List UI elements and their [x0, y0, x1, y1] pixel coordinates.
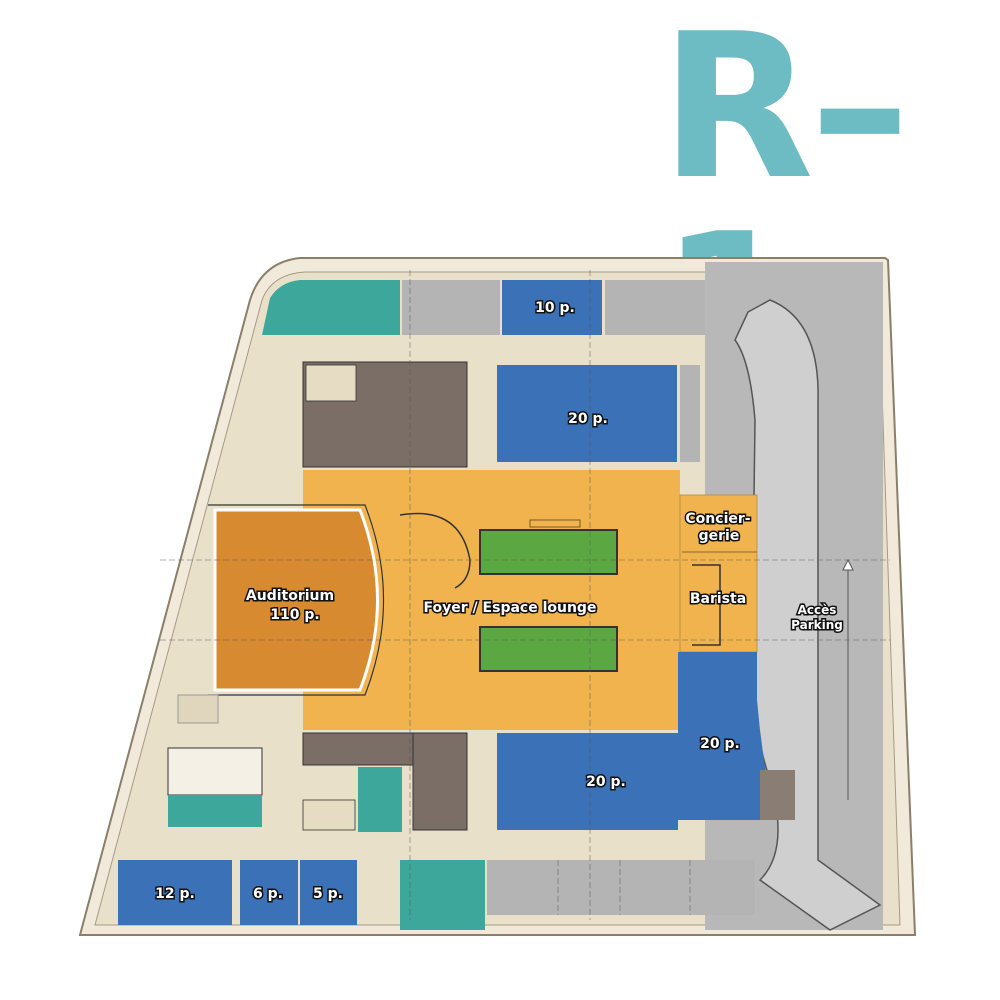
foyer-label: Foyer / Espace lounge	[424, 600, 597, 616]
meeting-room-20-top[interactable]	[497, 365, 677, 462]
planter-bench-bottom	[479, 626, 618, 672]
room-6-label: 6 p.	[253, 886, 283, 902]
room-20-bottom-label: 20 p.	[586, 774, 626, 790]
sanitary-top	[262, 280, 400, 335]
concierge-label-2: gerie	[699, 528, 740, 544]
meeting-room-20-right[interactable]	[678, 652, 775, 820]
room-5-label: 5 p.	[313, 886, 343, 902]
barista-counter	[692, 564, 721, 646]
technical-block-top	[302, 361, 468, 468]
sanitary-bottom-middle	[358, 767, 402, 832]
storage-side	[680, 365, 700, 462]
barista-label: Barista	[690, 591, 746, 607]
concierge-label-1: Concier-	[685, 511, 750, 527]
meeting-room-5[interactable]	[300, 860, 357, 925]
room-10-label: 10 p.	[535, 300, 575, 316]
room-12-label: 12 p.	[155, 886, 195, 902]
storage-bottom	[487, 860, 755, 915]
staircase-curve	[399, 512, 471, 589]
auditorium-wall	[208, 504, 385, 696]
sanitary-bottom	[400, 860, 485, 930]
storage-top-2	[605, 280, 705, 335]
auditorium[interactable]	[213, 508, 379, 692]
staircase-left	[167, 747, 263, 796]
staircase-bottom	[412, 732, 468, 831]
room-20-top-label: 20 p.	[568, 411, 608, 427]
storage-top-1	[402, 280, 500, 335]
arrow-up-icon	[842, 558, 854, 571]
auditorium-label: Auditorium	[246, 588, 334, 604]
meeting-room-10[interactable]	[502, 280, 602, 335]
planter-bench-top	[479, 529, 618, 575]
foyer-counter	[529, 519, 581, 528]
parking-label-2: Parking	[791, 618, 843, 632]
stair-left-small	[177, 694, 219, 724]
meeting-room-12[interactable]	[118, 860, 232, 925]
concierge-barista[interactable]	[679, 494, 758, 653]
auditorium-capacity-label: 110 p.	[270, 607, 319, 623]
parking-label-1: Accès	[798, 603, 837, 617]
storage-bottom-middle	[302, 799, 356, 831]
sanitary-left	[168, 795, 262, 827]
meeting-room-6[interactable]	[240, 860, 298, 925]
room-20-right-label: 20 p.	[700, 736, 740, 752]
lift-area-top	[305, 364, 357, 402]
stair-right	[760, 770, 795, 820]
technical-block-bottom	[302, 732, 414, 766]
meeting-room-20-bottom[interactable]	[497, 733, 678, 830]
